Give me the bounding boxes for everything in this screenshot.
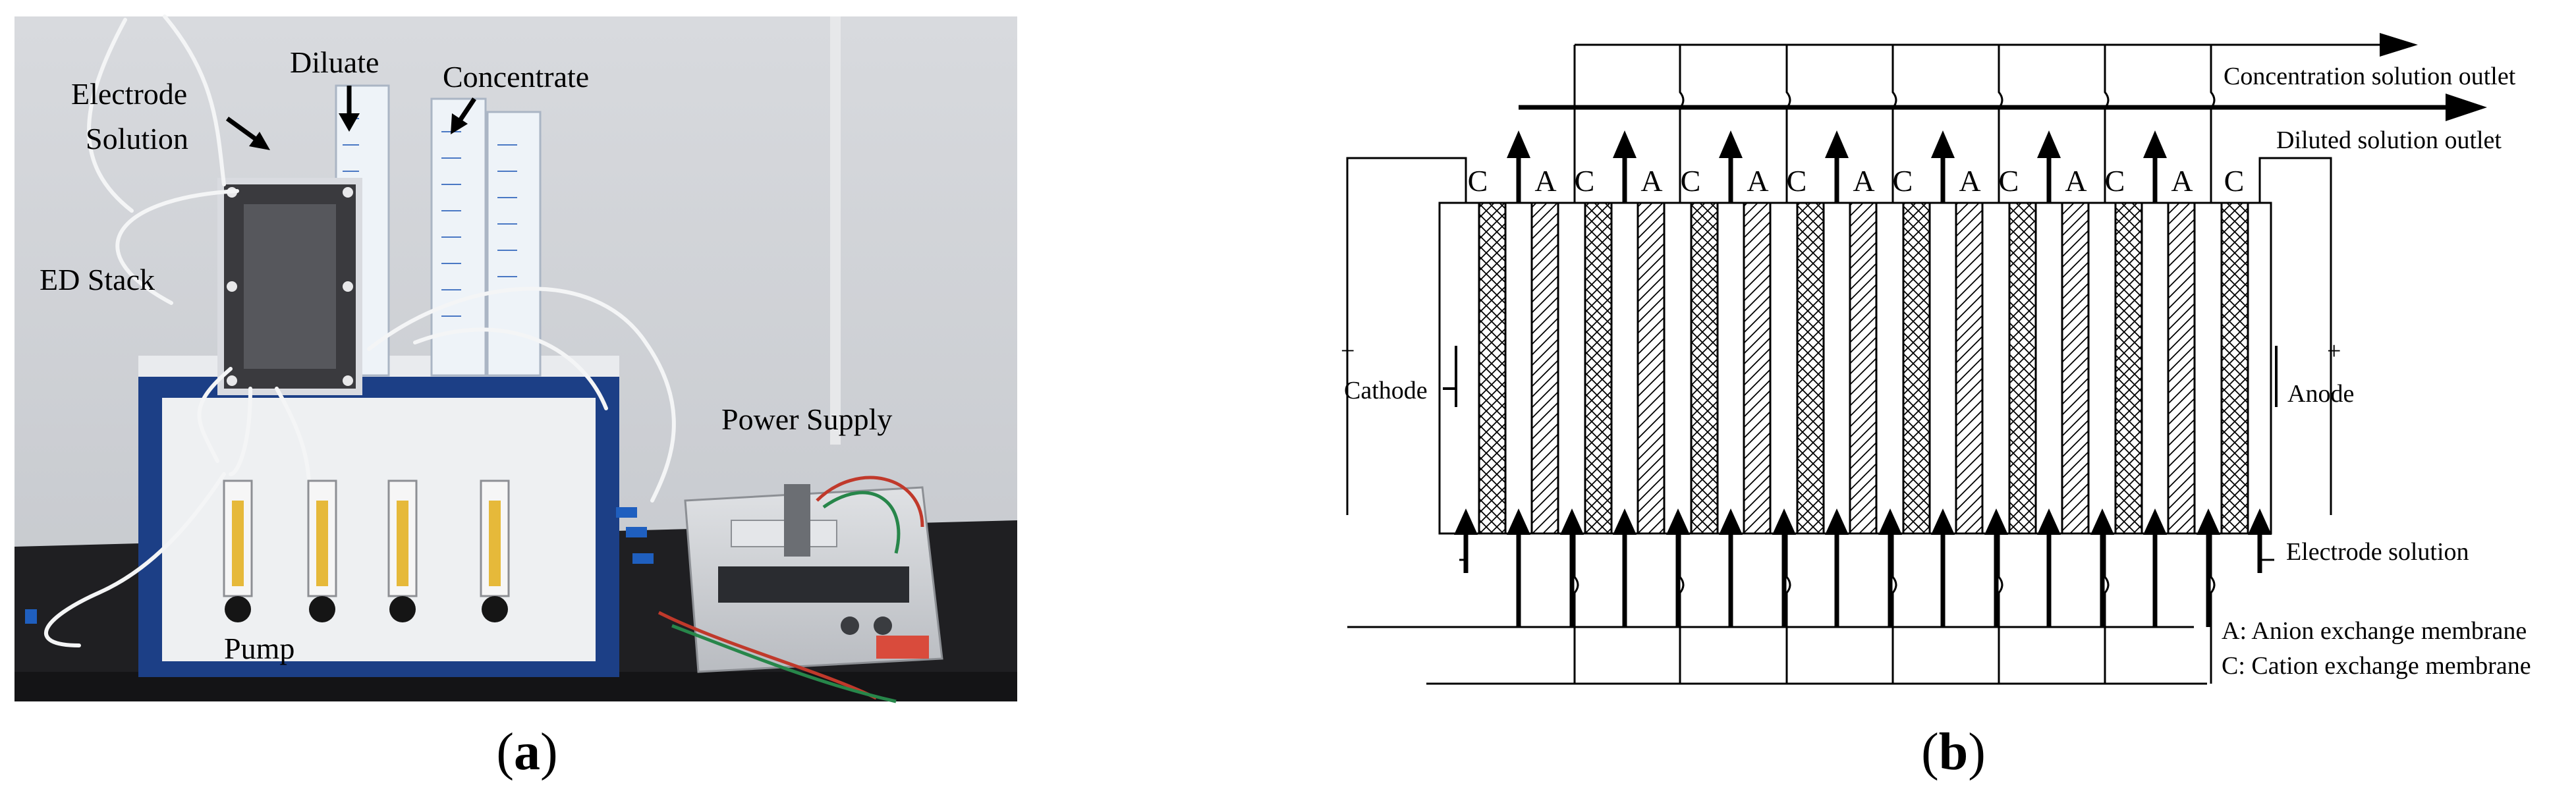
membrane-a (2061, 202, 2090, 535)
blue-connectors (25, 507, 654, 624)
membrane-letters: C A C A C A C A C A C A C A C (1468, 164, 2245, 198)
bottom-inlet-arrowheads (1454, 508, 2272, 535)
label-diluted-outlet: Diluted solution outlet (2276, 126, 2502, 154)
bottom-feed-lines (1347, 533, 2216, 685)
caption-b: (b) (1921, 723, 1986, 781)
arrow-electrode-head (249, 132, 270, 150)
label-electrode-solution-line2: Solution (86, 122, 188, 155)
concentration-outlet-arrowhead (2380, 33, 2418, 57)
membrane-letter: A (1853, 164, 1874, 198)
label-ed-stack: ED Stack (40, 263, 155, 296)
membrane-c (1584, 202, 1613, 535)
membrane-c (1690, 202, 1719, 535)
membrane-c (1478, 202, 1507, 535)
membrane-letter: A (2065, 164, 2086, 198)
membrane-c (2008, 202, 2037, 535)
membranes (1478, 202, 2249, 535)
label-cathode: Cathode (1344, 377, 1428, 404)
membrane-letter: C (1468, 164, 1488, 198)
bottom-inlet-arrows (1463, 533, 2262, 627)
membrane-letter: C (2105, 164, 2125, 198)
anode-sign: + (2327, 337, 2341, 365)
membrane-c (2220, 202, 2249, 535)
label-diluate: Diluate (290, 45, 379, 79)
tubing (44, 14, 676, 647)
label-anode: Anode (2287, 380, 2354, 408)
membrane-a (1530, 202, 1559, 535)
caption-a-letter: a (514, 723, 540, 781)
ed-stack-device (217, 178, 362, 395)
membrane-a (1637, 202, 1666, 535)
membrane-letter: A (1959, 164, 1980, 198)
membrane-c (1902, 202, 1931, 535)
cathode-sign: − (1341, 337, 1355, 365)
power-supply-device (684, 484, 943, 673)
membrane-letter: A (1747, 164, 1768, 198)
caption-a: (a) (496, 723, 557, 781)
label-pump: Pump (224, 632, 294, 665)
caption-b-letter: b (1939, 723, 1969, 781)
arrow-diluate-head (339, 113, 360, 132)
label-electrode-solution: Electrode solution (2286, 538, 2469, 566)
diluate-up-arrowheads (1507, 130, 2167, 158)
membrane-letter: C (1787, 164, 1807, 198)
membrane-letter: C (1893, 164, 1913, 198)
panel-a-photo: Electrode Solution Diluate Concentrate E… (14, 14, 1017, 703)
membrane-a (1955, 202, 1984, 535)
membrane-c (1796, 202, 1825, 535)
label-concentrate: Concentrate (443, 60, 589, 94)
electrodes (1443, 346, 2278, 407)
arrow-concentrate-head (451, 113, 468, 134)
membrane-letter: C (2224, 164, 2245, 198)
legend-cation: C: Cation exchange membrane (2222, 652, 2531, 680)
flowmeters (223, 479, 510, 622)
panel-b-schematic (1346, 33, 2487, 685)
membrane-c (2114, 202, 2143, 535)
label-power-supply: Power Supply (721, 402, 892, 436)
membrane-a (1849, 202, 1878, 535)
photo-label-arrows (225, 86, 476, 150)
pump-cabinet (138, 356, 619, 677)
membrane-a (2167, 202, 2196, 535)
membrane-letter: A (1534, 164, 1556, 198)
wires (658, 476, 924, 703)
membrane-a (1743, 202, 1772, 535)
membrane-letter: C (1681, 164, 1701, 198)
membrane-letter: C (1575, 164, 1595, 198)
membrane-letter: A (1640, 164, 1662, 198)
diluted-outlet-arrowhead (2446, 94, 2487, 121)
membrane-letter: C (1999, 164, 2019, 198)
legend-anion: A: Anion exchange membrane (2222, 617, 2527, 645)
wall-pipe (830, 16, 841, 445)
label-concentration-outlet: Concentration solution outlet (2224, 63, 2516, 90)
label-electrode-solution-line1: Electrode (71, 77, 187, 111)
membrane-letter: A (2171, 164, 2193, 198)
